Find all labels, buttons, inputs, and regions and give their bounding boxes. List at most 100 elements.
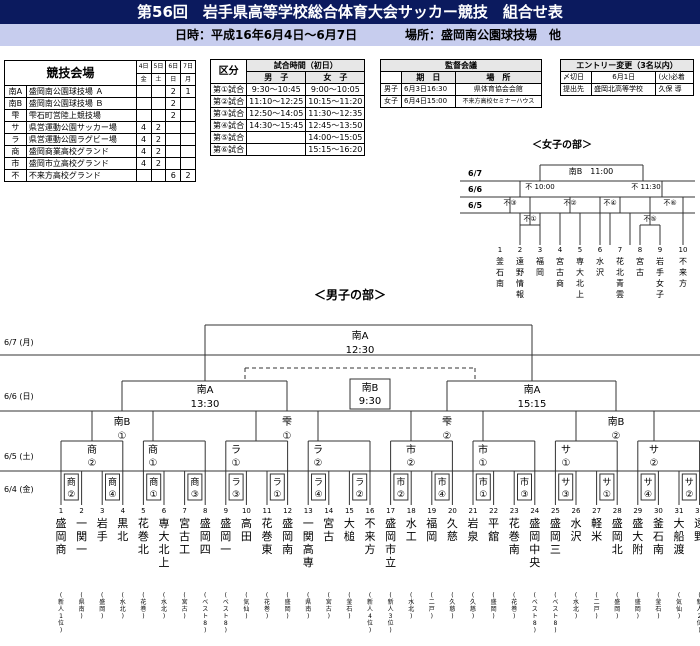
boys-r2-order: ② <box>407 458 416 469</box>
boys-team-note-char: ト <box>552 613 558 620</box>
r1-match-box <box>475 473 491 501</box>
girls-team-name-char: 子 <box>656 290 664 299</box>
boys-team-note-char: ( <box>554 592 556 599</box>
boys-team-note-char: 1 <box>59 613 63 620</box>
boys-team-note-char: ( <box>101 592 103 599</box>
boys-team-note-char: ( <box>637 592 639 599</box>
r1-match-box <box>187 473 203 501</box>
boys-team-name-char: 遠 <box>694 517 700 530</box>
boys-team-name: 花巻北 <box>138 517 149 556</box>
boys-team-note: (気仙) <box>243 592 249 620</box>
boys-team-note-char: ベ <box>532 599 538 606</box>
boys-team-note-char: 県 <box>305 599 311 606</box>
boys-team-no: 21 <box>469 507 478 515</box>
boys-team-note-char: 盛 <box>285 598 291 606</box>
boys-team-note-char: ト <box>202 613 208 620</box>
girls-team-name-char: 岩 <box>656 256 664 266</box>
boys-team-note-char: ス <box>552 606 558 613</box>
boys-team-note-char: ) <box>451 613 453 620</box>
boys-team-note-char: 花 <box>511 598 517 606</box>
boys-team-name-char: 岡 <box>426 530 437 543</box>
boys-team-no: 13 <box>304 507 313 515</box>
girls-team-name: 福岡 <box>536 257 544 277</box>
boys-r1-venue: 商 <box>190 476 199 488</box>
boys-team-name-char: 福 <box>426 516 437 530</box>
boys-team-no: 30 <box>654 507 663 515</box>
girls-final-label: 南B 11:00 <box>569 166 614 176</box>
boys-team-name: 盛岡一 <box>220 516 231 556</box>
boys-r1-order: ① <box>150 490 158 500</box>
boys-r16-venue: 雫 <box>282 416 292 428</box>
boys-team-note-char: 南 <box>79 605 85 613</box>
girls-team-name-char: 上 <box>576 290 584 299</box>
boys-team-name-char: 専 <box>159 517 170 530</box>
boys-team-note-char: ( <box>204 592 206 599</box>
boys-team-note-char: ( <box>657 592 659 599</box>
boys-team-note-char: 県 <box>79 599 85 606</box>
boys-team-name-char: 岡 <box>200 530 211 543</box>
boys-team-note-char: ( <box>451 592 453 599</box>
boys-team-note-char: ) <box>142 613 144 620</box>
boys-team-note-char: ) <box>698 627 700 634</box>
boys-team-note-char: 位 <box>697 619 700 627</box>
boys-team-note-char: ( <box>245 592 247 599</box>
boys-team-note-char: ) <box>245 613 247 620</box>
boys-team-note-char: ( <box>616 592 618 599</box>
boys-team-name-char: 高 <box>303 542 314 556</box>
boys-team-name-char: 宮 <box>323 516 334 530</box>
boys-team-note-char: ) <box>369 627 371 634</box>
boys-team-note-char: ) <box>492 613 494 620</box>
boys-team-note: (宮古) <box>182 592 188 620</box>
boys-team-name-char: 泉 <box>468 529 479 543</box>
meeting-who: 女子 <box>380 95 402 108</box>
boys-team-note-char: ( <box>698 592 700 599</box>
boys-team-note-char: ト <box>532 613 538 620</box>
boys-team-note: (盛岡) <box>285 592 291 620</box>
girls-match: 不⑥ <box>663 199 676 207</box>
boys-team-note-char: ( <box>183 592 185 599</box>
boys-team-note-char: 位 <box>58 619 64 627</box>
male-header: 男 子 <box>246 71 307 84</box>
girls-team-name-char: 青 <box>616 278 624 288</box>
boys-team-name-char: 不 <box>365 517 376 530</box>
boys-team-name-char: 一 <box>220 543 231 556</box>
girls-team-name-char: 石 <box>496 268 504 277</box>
boys-team-note-char: 久 <box>470 598 476 606</box>
boys-team-note-char: ( <box>534 592 536 599</box>
boys-r16-order: ② <box>443 431 452 442</box>
r1-match-box <box>352 473 368 501</box>
boys-team-note-char: 石 <box>346 606 352 613</box>
boys-team-name: 平舘 <box>488 517 499 543</box>
boys-team-note-char: ) <box>431 613 433 620</box>
girls-team-no: 5 <box>578 246 582 254</box>
boys-team-name-char: 盛 <box>200 516 211 530</box>
entry-dest: 盛岡北高等学校 <box>591 83 657 96</box>
boys-r1-venue: 商 <box>108 476 117 488</box>
boys-team-name: 花巻南 <box>509 517 520 556</box>
boys-r1-order: ③ <box>562 490 570 500</box>
venue-name: 不来方高校グランド <box>25 169 137 182</box>
boys-team-name-char: 沢 <box>571 529 582 543</box>
boys-team-name-char: 久 <box>447 517 458 530</box>
boys-team-no: 17 <box>386 507 395 515</box>
boys-r1-venue: ラ <box>232 477 241 488</box>
boys-team-note-char: ( <box>348 592 350 599</box>
boys-team-no: 19 <box>427 507 436 515</box>
boys-team-name-char: 附 <box>632 542 643 556</box>
boys-team-note-char: 北 <box>573 605 579 613</box>
boys-team-name-char: 来 <box>365 530 376 543</box>
boys-team-note-char: 新 <box>58 598 64 606</box>
boys-team-no: 14 <box>324 507 333 515</box>
boys-team-name: 盛大附 <box>632 516 643 556</box>
boys-team-note-char: ) <box>595 613 597 620</box>
boys-team-name-char: 米 <box>591 530 602 543</box>
boys-team-name-char: 花 <box>262 517 273 530</box>
boys-team-note-char: 巻 <box>264 605 270 613</box>
boys-team-name-char: 中 <box>529 543 540 556</box>
boys-team-note-char: 北 <box>408 605 414 613</box>
boys-team-note-char: ( <box>575 592 577 599</box>
boys-r2-order: ② <box>88 458 97 469</box>
